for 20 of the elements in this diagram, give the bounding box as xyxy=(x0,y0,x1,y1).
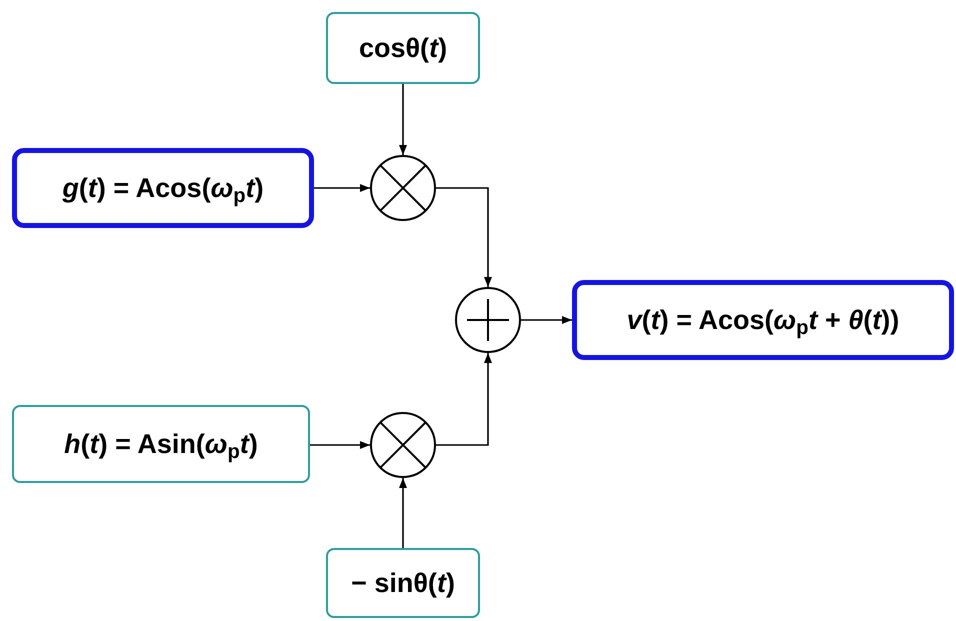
formula: cosθ(t) xyxy=(358,32,448,65)
arrow xyxy=(399,84,407,155)
formula: g(t) = Acos(ω$_{p}$t) xyxy=(62,172,264,208)
multiplier-symbol xyxy=(370,155,436,221)
formula-box xyxy=(326,12,480,84)
arrow xyxy=(436,187,492,287)
multiplier-symbol xyxy=(370,412,436,478)
arrow xyxy=(310,441,370,449)
arrow xyxy=(521,316,572,324)
arrow xyxy=(314,184,370,192)
arrow xyxy=(399,478,407,548)
formula: − sinθ(t) xyxy=(351,566,455,600)
formula-box xyxy=(572,280,954,360)
formula: h(t) = Asin(ω$_{p}$t) xyxy=(64,428,258,464)
arrow xyxy=(436,353,492,446)
formula-box xyxy=(12,405,310,483)
formula-box xyxy=(12,148,314,228)
adder-symbol xyxy=(455,287,521,353)
formula: v(t) = Acos(ω$_{p}$t + θ(t)) xyxy=(626,304,900,340)
formula-box xyxy=(326,548,480,618)
